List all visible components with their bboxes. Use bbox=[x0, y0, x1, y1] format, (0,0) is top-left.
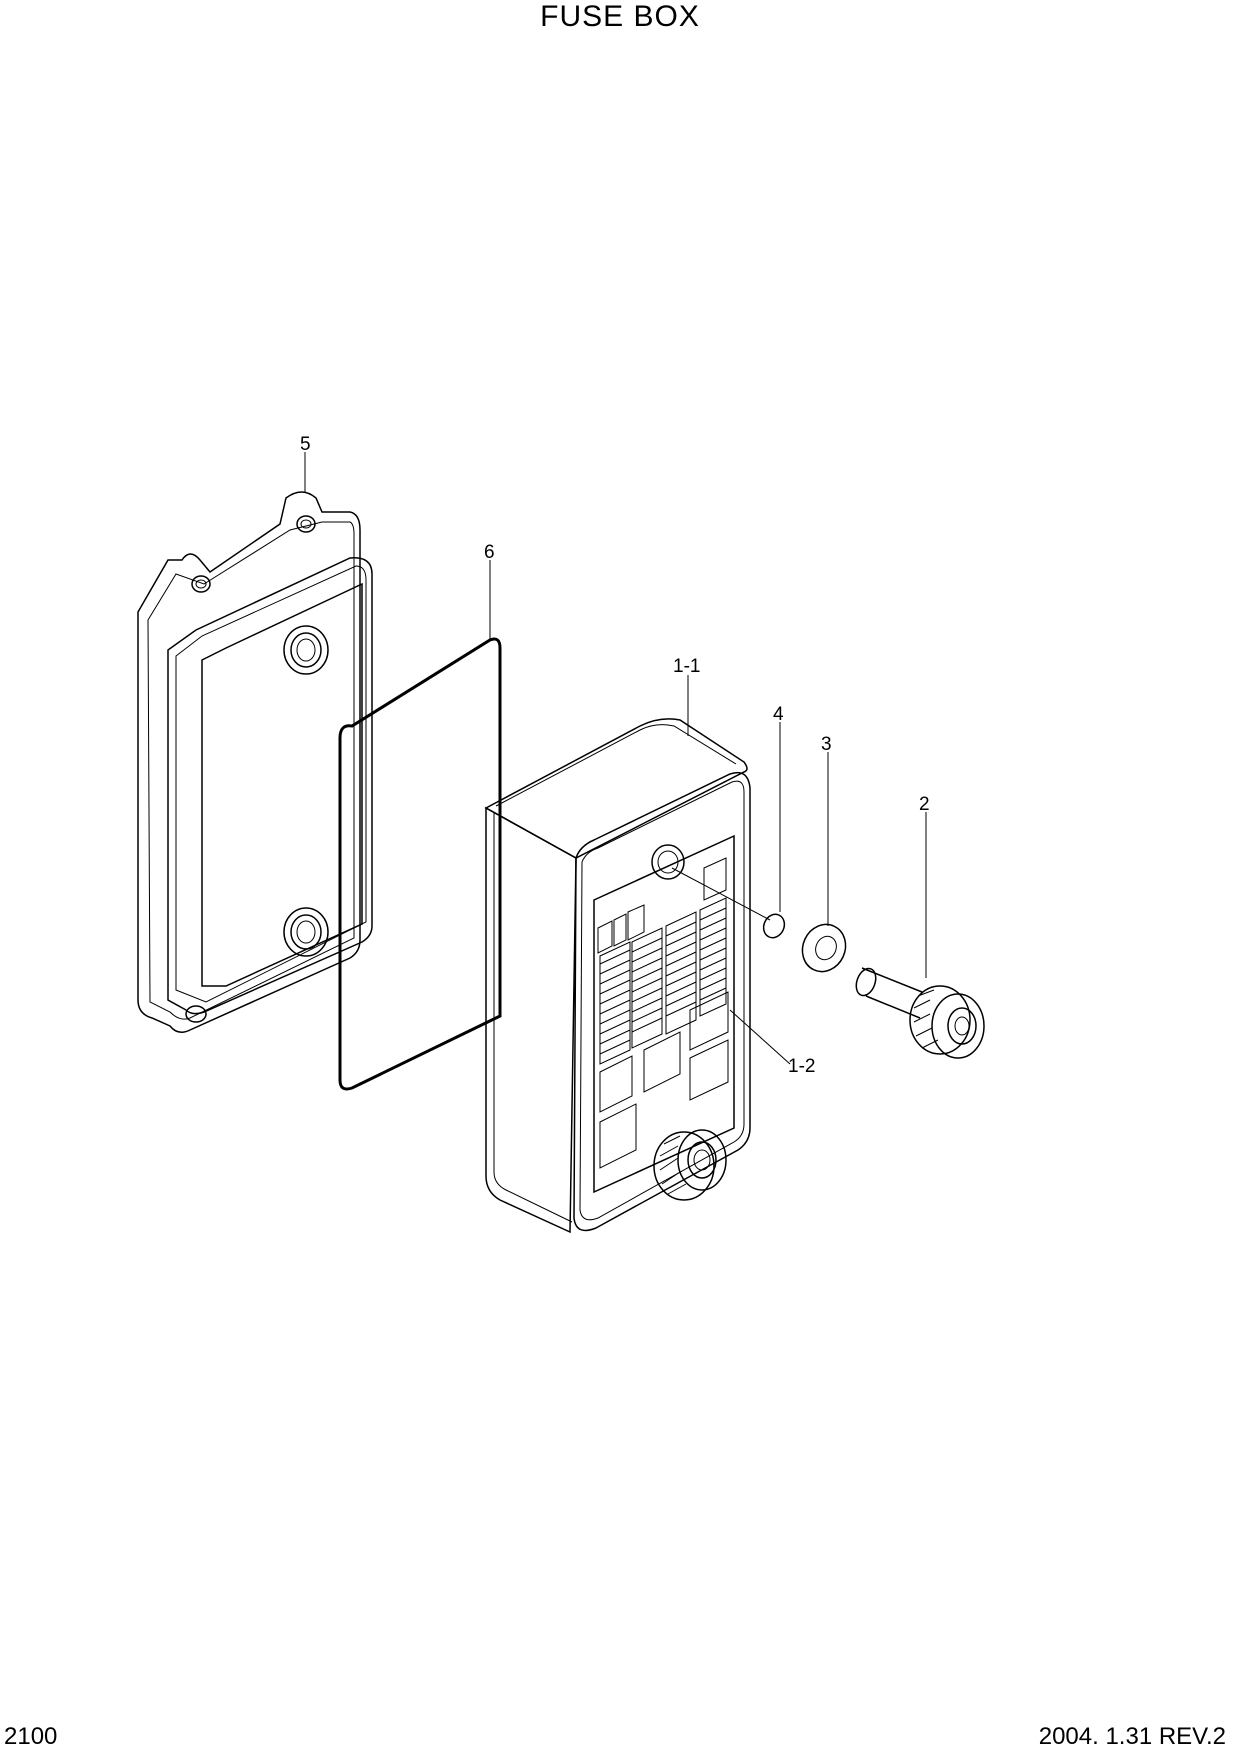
revision-date: 2004. 1.31 REV.2 bbox=[1038, 1723, 1226, 1750]
callout-1-2: 1-2 bbox=[788, 1056, 815, 1077]
part-2-screw-knob bbox=[855, 967, 985, 1059]
page-number: 2100 bbox=[4, 1723, 58, 1750]
page-title: FUSE BOX bbox=[540, 0, 700, 33]
callout-6: 6 bbox=[484, 542, 495, 563]
callout-3: 3 bbox=[821, 734, 832, 755]
part-3-washer bbox=[801, 923, 847, 973]
callout-4: 4 bbox=[773, 704, 784, 725]
leader-lines bbox=[304, 452, 927, 1065]
callout-5: 5 bbox=[300, 434, 311, 455]
part-6-gasket bbox=[338, 637, 502, 1091]
callout-1-1: 1-1 bbox=[673, 656, 700, 677]
knob-icon bbox=[653, 1129, 727, 1201]
part-1-1-housing bbox=[484, 718, 751, 1234]
callout-2: 2 bbox=[919, 794, 930, 815]
part-4-o-ring bbox=[762, 913, 786, 939]
part-5-base-cover bbox=[137, 491, 373, 1033]
